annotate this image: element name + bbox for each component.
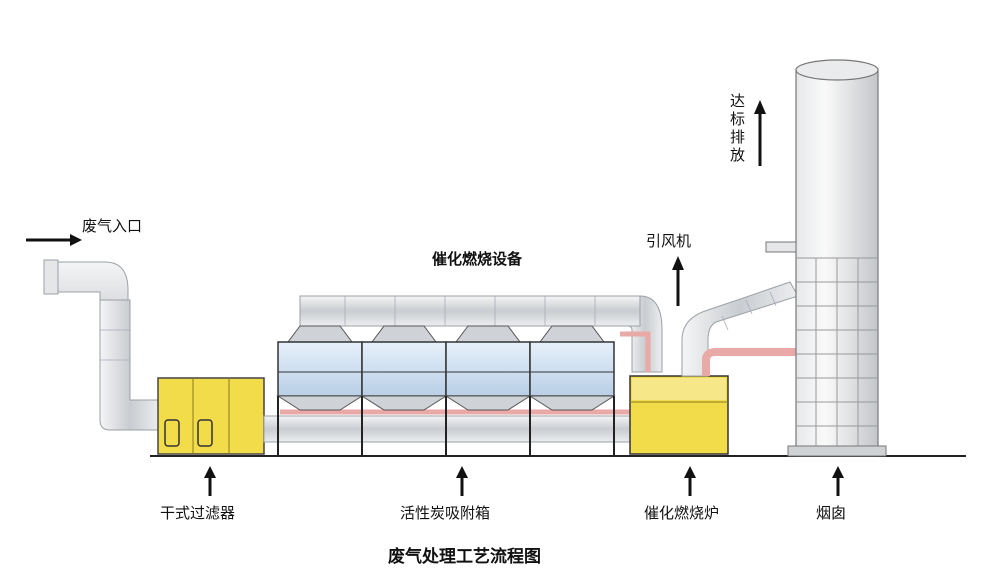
catalytic-furnace-label: 催化燃烧炉 [644, 504, 719, 522]
discharge-arrow [754, 100, 766, 166]
fan-label: 引风机 [646, 232, 691, 250]
chimney-label: 烟囱 [816, 504, 846, 522]
dry-filter-arrow [204, 466, 216, 496]
discharge-label: 达 标 排 放 [730, 92, 745, 164]
catalytic-equipment-label: 催化燃烧设备 [432, 250, 523, 268]
carbon-box-4 [528, 325, 616, 456]
carbon-box-2 [360, 325, 448, 456]
inlet-duct [43, 259, 161, 431]
chimney [765, 59, 887, 457]
carbon-box-label: 活性炭吸附箱 [400, 504, 490, 522]
svg-text:排: 排 [730, 128, 745, 146]
svg-text:放: 放 [730, 146, 745, 164]
carbon-box-arrow [456, 466, 468, 496]
carbon-box-1 [276, 325, 364, 456]
diagram-title: 废气处理工艺流程图 [388, 546, 541, 567]
fan-arrow [672, 256, 684, 306]
dry-filter [157, 377, 265, 455]
inlet-label: 废气入口 [82, 217, 142, 235]
inlet-arrow [26, 234, 82, 246]
fan-duct [681, 281, 799, 377]
svg-text:标: 标 [730, 110, 745, 128]
carbon-box-3 [444, 325, 532, 456]
svg-text:达: 达 [730, 92, 745, 110]
chimney-arrow [832, 466, 844, 496]
dry-filter-label: 干式过滤器 [160, 504, 235, 522]
hot-pipe [280, 331, 651, 415]
furnace-arrow [684, 466, 696, 496]
catalytic-furnace [629, 375, 729, 455]
